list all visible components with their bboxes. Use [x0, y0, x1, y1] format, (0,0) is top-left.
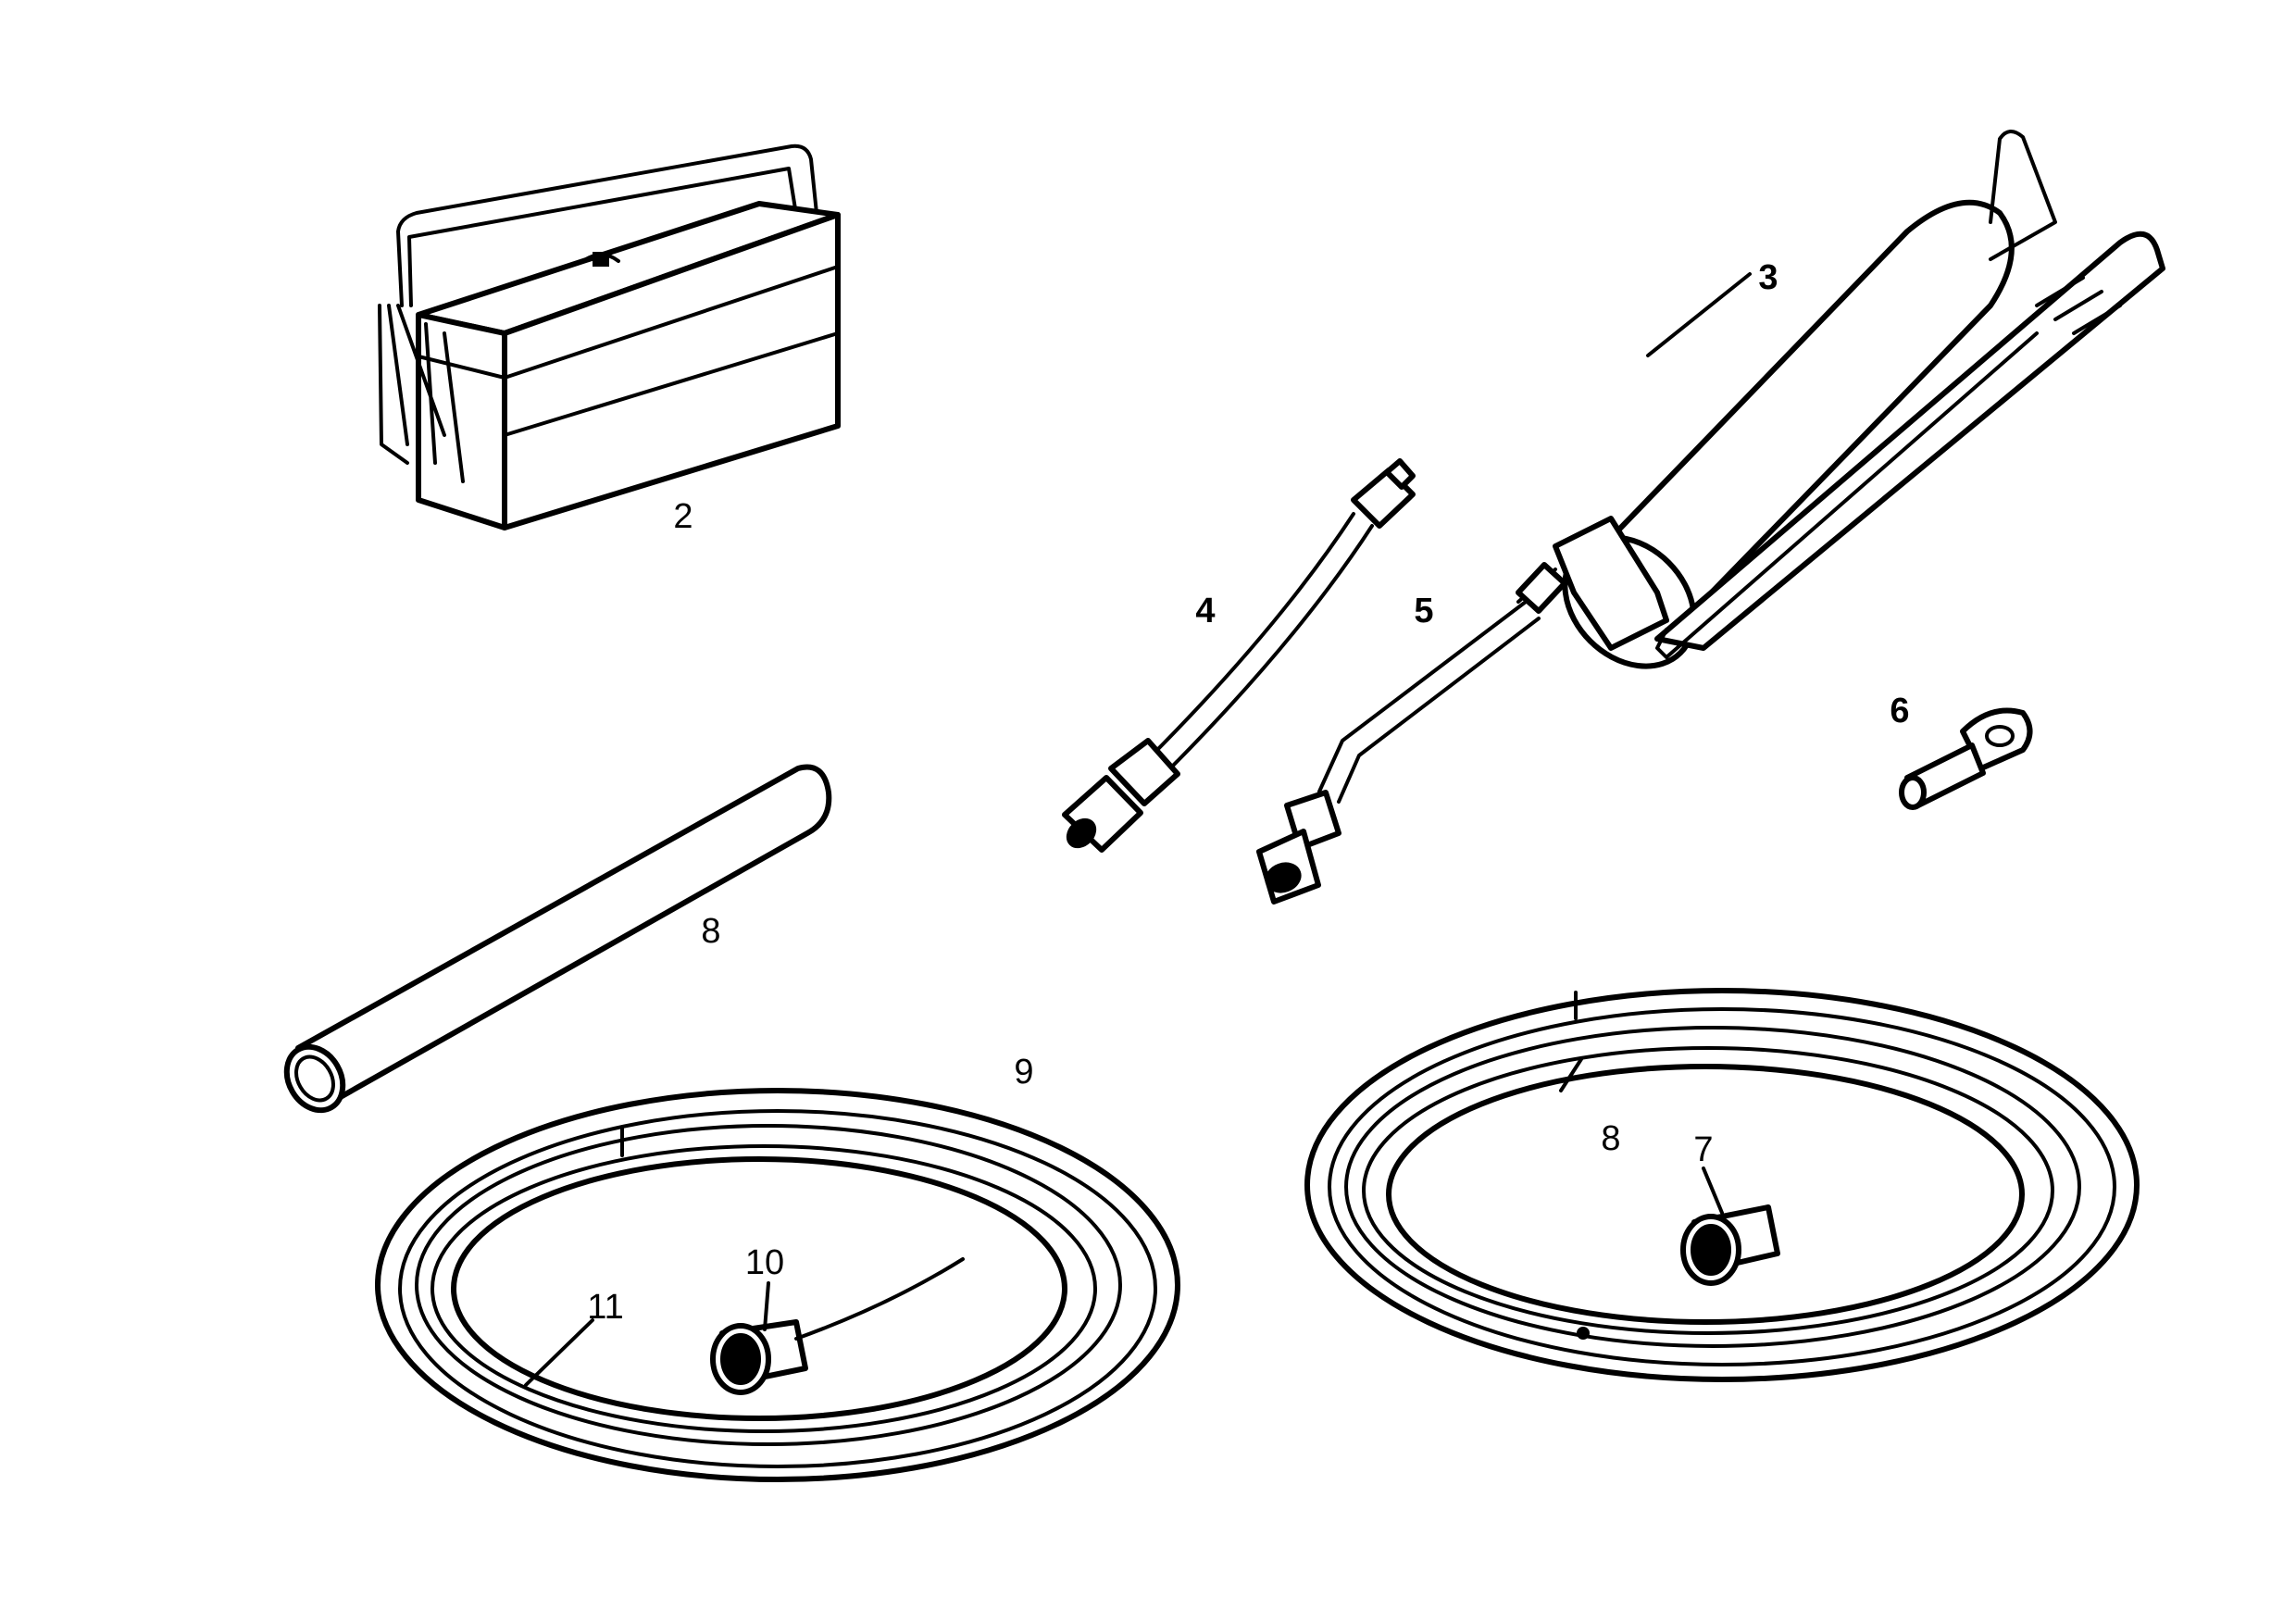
- key-icon: [1899, 707, 2033, 810]
- callout-7: 7: [1693, 1130, 1713, 1169]
- leader-lines: [524, 272, 1752, 1387]
- callout-10: 10: [745, 1243, 784, 1282]
- callout-2: 2: [673, 497, 693, 536]
- coiled-hose-left-icon: [375, 1088, 1180, 1482]
- coiled-hose-right-icon: [1304, 988, 2140, 1382]
- grease-gun-icon: [1516, 130, 2165, 669]
- flex-hose-icon: [1062, 458, 1416, 853]
- callout-4: 4: [1195, 592, 1215, 630]
- rigid-extension-icon: [1256, 600, 1541, 905]
- callout-9: 9: [1014, 1053, 1033, 1092]
- callout-11: 11: [587, 1288, 623, 1327]
- callout-3: 3: [1758, 258, 1778, 297]
- callout-6: 6: [1890, 692, 1909, 730]
- tube-icon: [283, 764, 832, 1114]
- callout-5: 5: [1414, 592, 1433, 630]
- callout-8-tube: 8: [701, 912, 720, 951]
- toolbox-icon: [378, 143, 841, 530]
- callout-8-hose: 8: [1601, 1119, 1620, 1158]
